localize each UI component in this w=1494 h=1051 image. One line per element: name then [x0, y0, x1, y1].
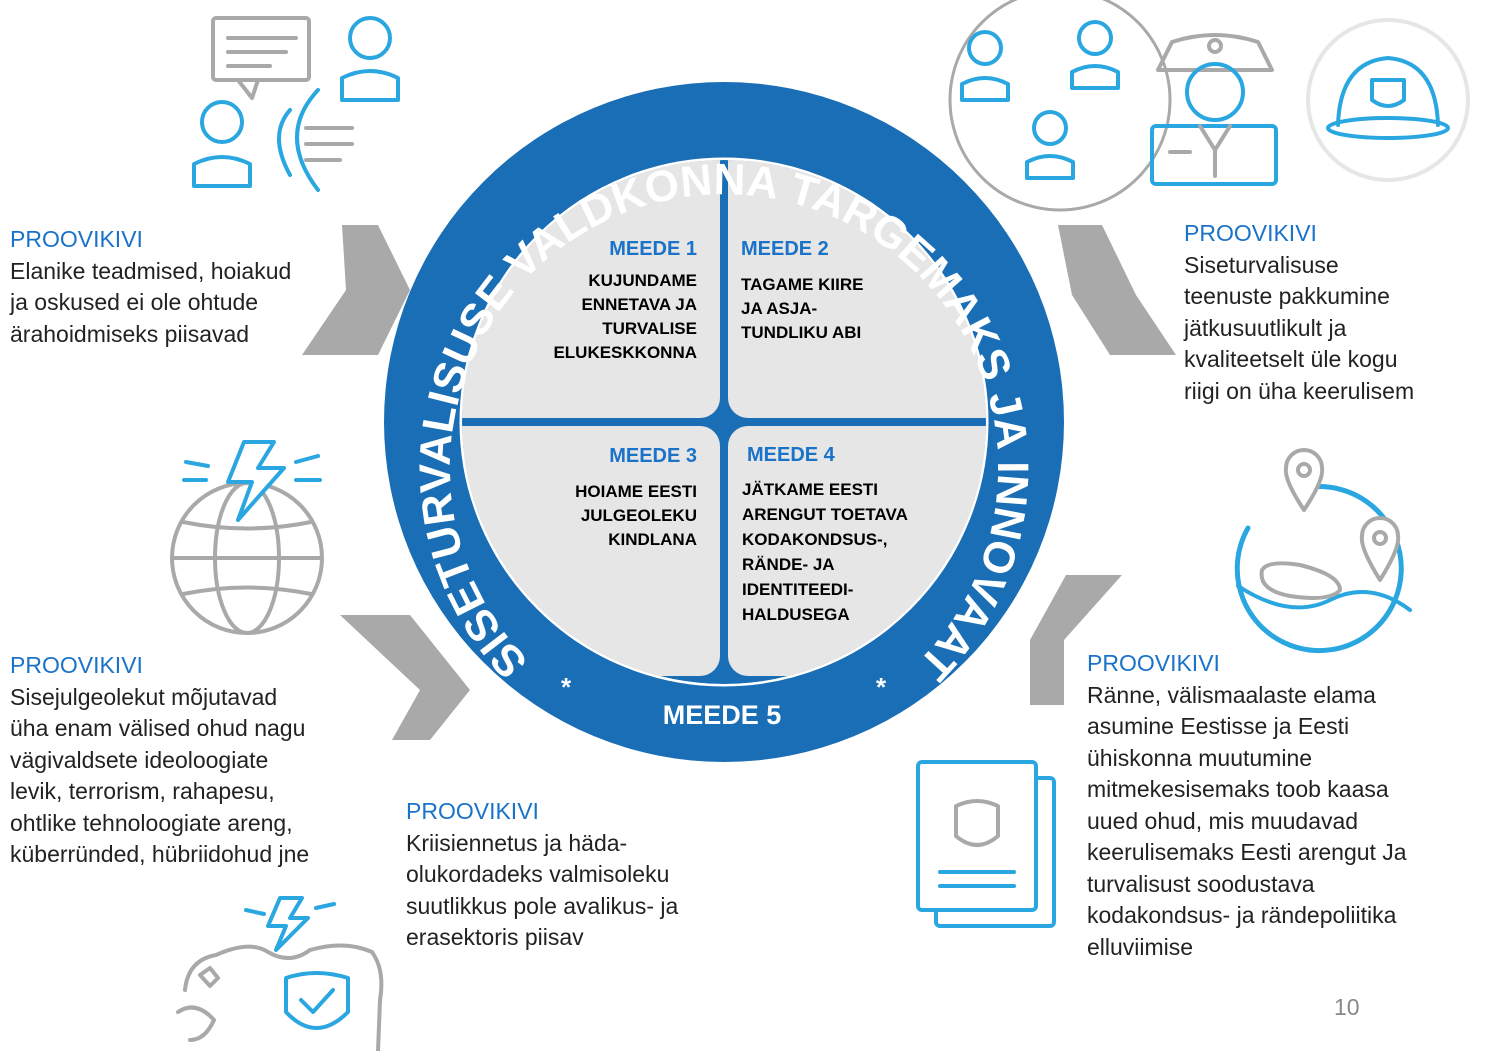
- challenge-3-line-4: levik, terrorism, rahapesu,: [10, 778, 275, 804]
- challenge-1-line-2: ja oskused ei ole ohtude: [10, 289, 259, 315]
- chevron-top-right: [1058, 225, 1176, 355]
- challenge-3-line-2: üha enam välised ohud nagu: [10, 715, 306, 741]
- challenge-3-line-5: ohtlike tehnoloogiate areng,: [10, 809, 293, 836]
- challenge-2: PROOVIKIVI Siseturvalisuse teenuste pakk…: [1184, 218, 1414, 407]
- challenge-4-heading: PROOVIKIVI: [406, 798, 539, 824]
- challenge-1: PROOVIKIVI Elanike teadmised, hoiakud ja…: [10, 224, 291, 350]
- measure-2: MEEDE 2 TAGAME KIIRE JA ASJA- TUNDLIKU A…: [741, 238, 863, 342]
- measure-1-label: MEEDE 1: [609, 238, 697, 260]
- measure-2-line-2: JA ASJA-: [741, 299, 817, 318]
- challenge-1-heading: PROOVIKIVI: [10, 226, 143, 252]
- rescue-services-icon: [948, 0, 1470, 212]
- challenge-1-line-1: Elanike teadmised, hoiakud: [10, 257, 292, 284]
- challenge-4-line-3: suutlikkus pole avalikus- ja: [406, 892, 679, 919]
- measure-4: MEEDE 4 JÄTKAME EESTI ARENGUT TOETAVA KO…: [742, 444, 908, 624]
- challenge-2-line-1: Siseturvalisuse: [1184, 251, 1339, 278]
- map-pins-icon: [1234, 448, 1412, 654]
- challenge-3-line-1: Sisejulgeolekut mõjutavad: [10, 683, 278, 710]
- measure-1-line-1: KUJUNDAME: [588, 271, 697, 290]
- star-right: *: [876, 672, 887, 702]
- challenge-2-line-3: jätkusuutlikult ja: [1184, 314, 1347, 341]
- challenge-3: PROOVIKIVI Sisejulgeolekut mõjutavad üha…: [10, 650, 309, 871]
- challenge-2-line-4: kvaliteetselt üle kogu: [1184, 346, 1398, 372]
- page-number: 10: [1334, 994, 1360, 1020]
- challenge-5-line-2: asumine Eestisse ja Eesti: [1087, 713, 1350, 739]
- measure-4-label: MEEDE 4: [747, 444, 836, 466]
- measure-3-line-3: KINDLANA: [608, 530, 697, 549]
- challenge-3-line-3: vägivaldsete ideoloogiate: [10, 746, 269, 773]
- measure-4-line-2: ARENGUT TOETAVA: [742, 505, 908, 524]
- challenge-5-line-1: Ränne, välismaalaste elama: [1087, 681, 1376, 708]
- challenge-5-line-4: mitmekesisemaks toob kaasa: [1087, 776, 1389, 802]
- chevron-arrows: [302, 225, 1176, 740]
- challenge-4: PROOVIKIVI Kriisiennetus ja häda- olukor…: [406, 796, 678, 954]
- challenge-3-heading: PROOVIKIVI: [10, 652, 143, 678]
- challenge-2-line-5: riigi on üha keerulisem: [1184, 377, 1415, 404]
- challenge-4-line-4: erasektoris piisav: [406, 924, 584, 950]
- challenge-5-line-9: elluviimise: [1087, 933, 1194, 960]
- measure-4-line-5: IDENTITEEDI-: [742, 580, 853, 599]
- measure-5-label: MEEDE 5: [663, 700, 782, 730]
- chevron-bottom-left: [340, 615, 470, 740]
- globe-lightning-icon: [170, 440, 324, 635]
- measure-4-line-4: RÄNDE- JA: [742, 555, 835, 574]
- challenge-1-line-3: ärahoidmiseks piisavad: [10, 320, 250, 347]
- challenge-5: PROOVIKIVI Ränne, välismaalaste elama as…: [1087, 648, 1407, 963]
- measure-1-line-4: ELUKESKKONNA: [553, 343, 697, 362]
- challenge-3-line-6: küberründed, hübriidohud jne: [10, 841, 310, 867]
- measure-4-line-6: HALDUSEGA: [742, 605, 850, 624]
- challenge-2-line-2: teenuste pakkumine: [1184, 283, 1390, 309]
- measure-1-line-3: TURVALISE: [602, 319, 697, 338]
- challenge-5-line-5: uued ohud, mis muudavad: [1087, 807, 1359, 834]
- communication-icon: [192, 16, 400, 192]
- measure-4-line-1: JÄTKAME EESTI: [742, 480, 878, 499]
- measure-3: MEEDE 3 HOIAME EESTI JULGEOLEKU KINDLANA: [575, 445, 697, 549]
- challenge-5-heading: PROOVIKIVI: [1087, 650, 1220, 676]
- challenge-5-line-8: kodakondsus- ja rändepoliitika: [1087, 902, 1397, 928]
- chevron-top-left: [302, 225, 410, 355]
- measure-2-label: MEEDE 2: [741, 238, 829, 260]
- measure-4-line-3: KODAKONDSUS-,: [742, 530, 887, 549]
- chevron-bottom-right: [1030, 575, 1122, 705]
- measure-1: MEEDE 1 KUJUNDAME ENNETAVA JA TURVALISE …: [553, 238, 697, 362]
- challenge-5-line-6: keerulisemaks Eesti arengut Ja: [1087, 839, 1407, 865]
- challenge-5-line-7: turvalisust soodustava: [1087, 870, 1315, 897]
- measure-3-line-2: JULGEOLEKU: [581, 506, 697, 525]
- challenge-4-line-2: olukordadeks valmisoleku: [406, 861, 670, 887]
- ring-inner-edge: [459, 157, 989, 687]
- measure-2-line-1: TAGAME KIIRE: [741, 275, 863, 294]
- challenge-5-line-3: ühiskonna muutumine: [1087, 744, 1313, 771]
- measure-2-line-3: TUNDLIKU ABI: [741, 323, 861, 342]
- passport-icon: [916, 760, 1056, 928]
- challenge-4-line-1: Kriisiennetus ja häda-: [406, 829, 628, 856]
- star-left: *: [561, 672, 572, 702]
- measure-1-line-2: ENNETAVA JA: [581, 295, 697, 314]
- measure-3-label: MEEDE 3: [609, 445, 697, 467]
- challenge-2-heading: PROOVIKIVI: [1184, 220, 1317, 246]
- map-shield-icon: [176, 896, 384, 1051]
- measure-3-line-1: HOIAME EESTI: [575, 482, 697, 501]
